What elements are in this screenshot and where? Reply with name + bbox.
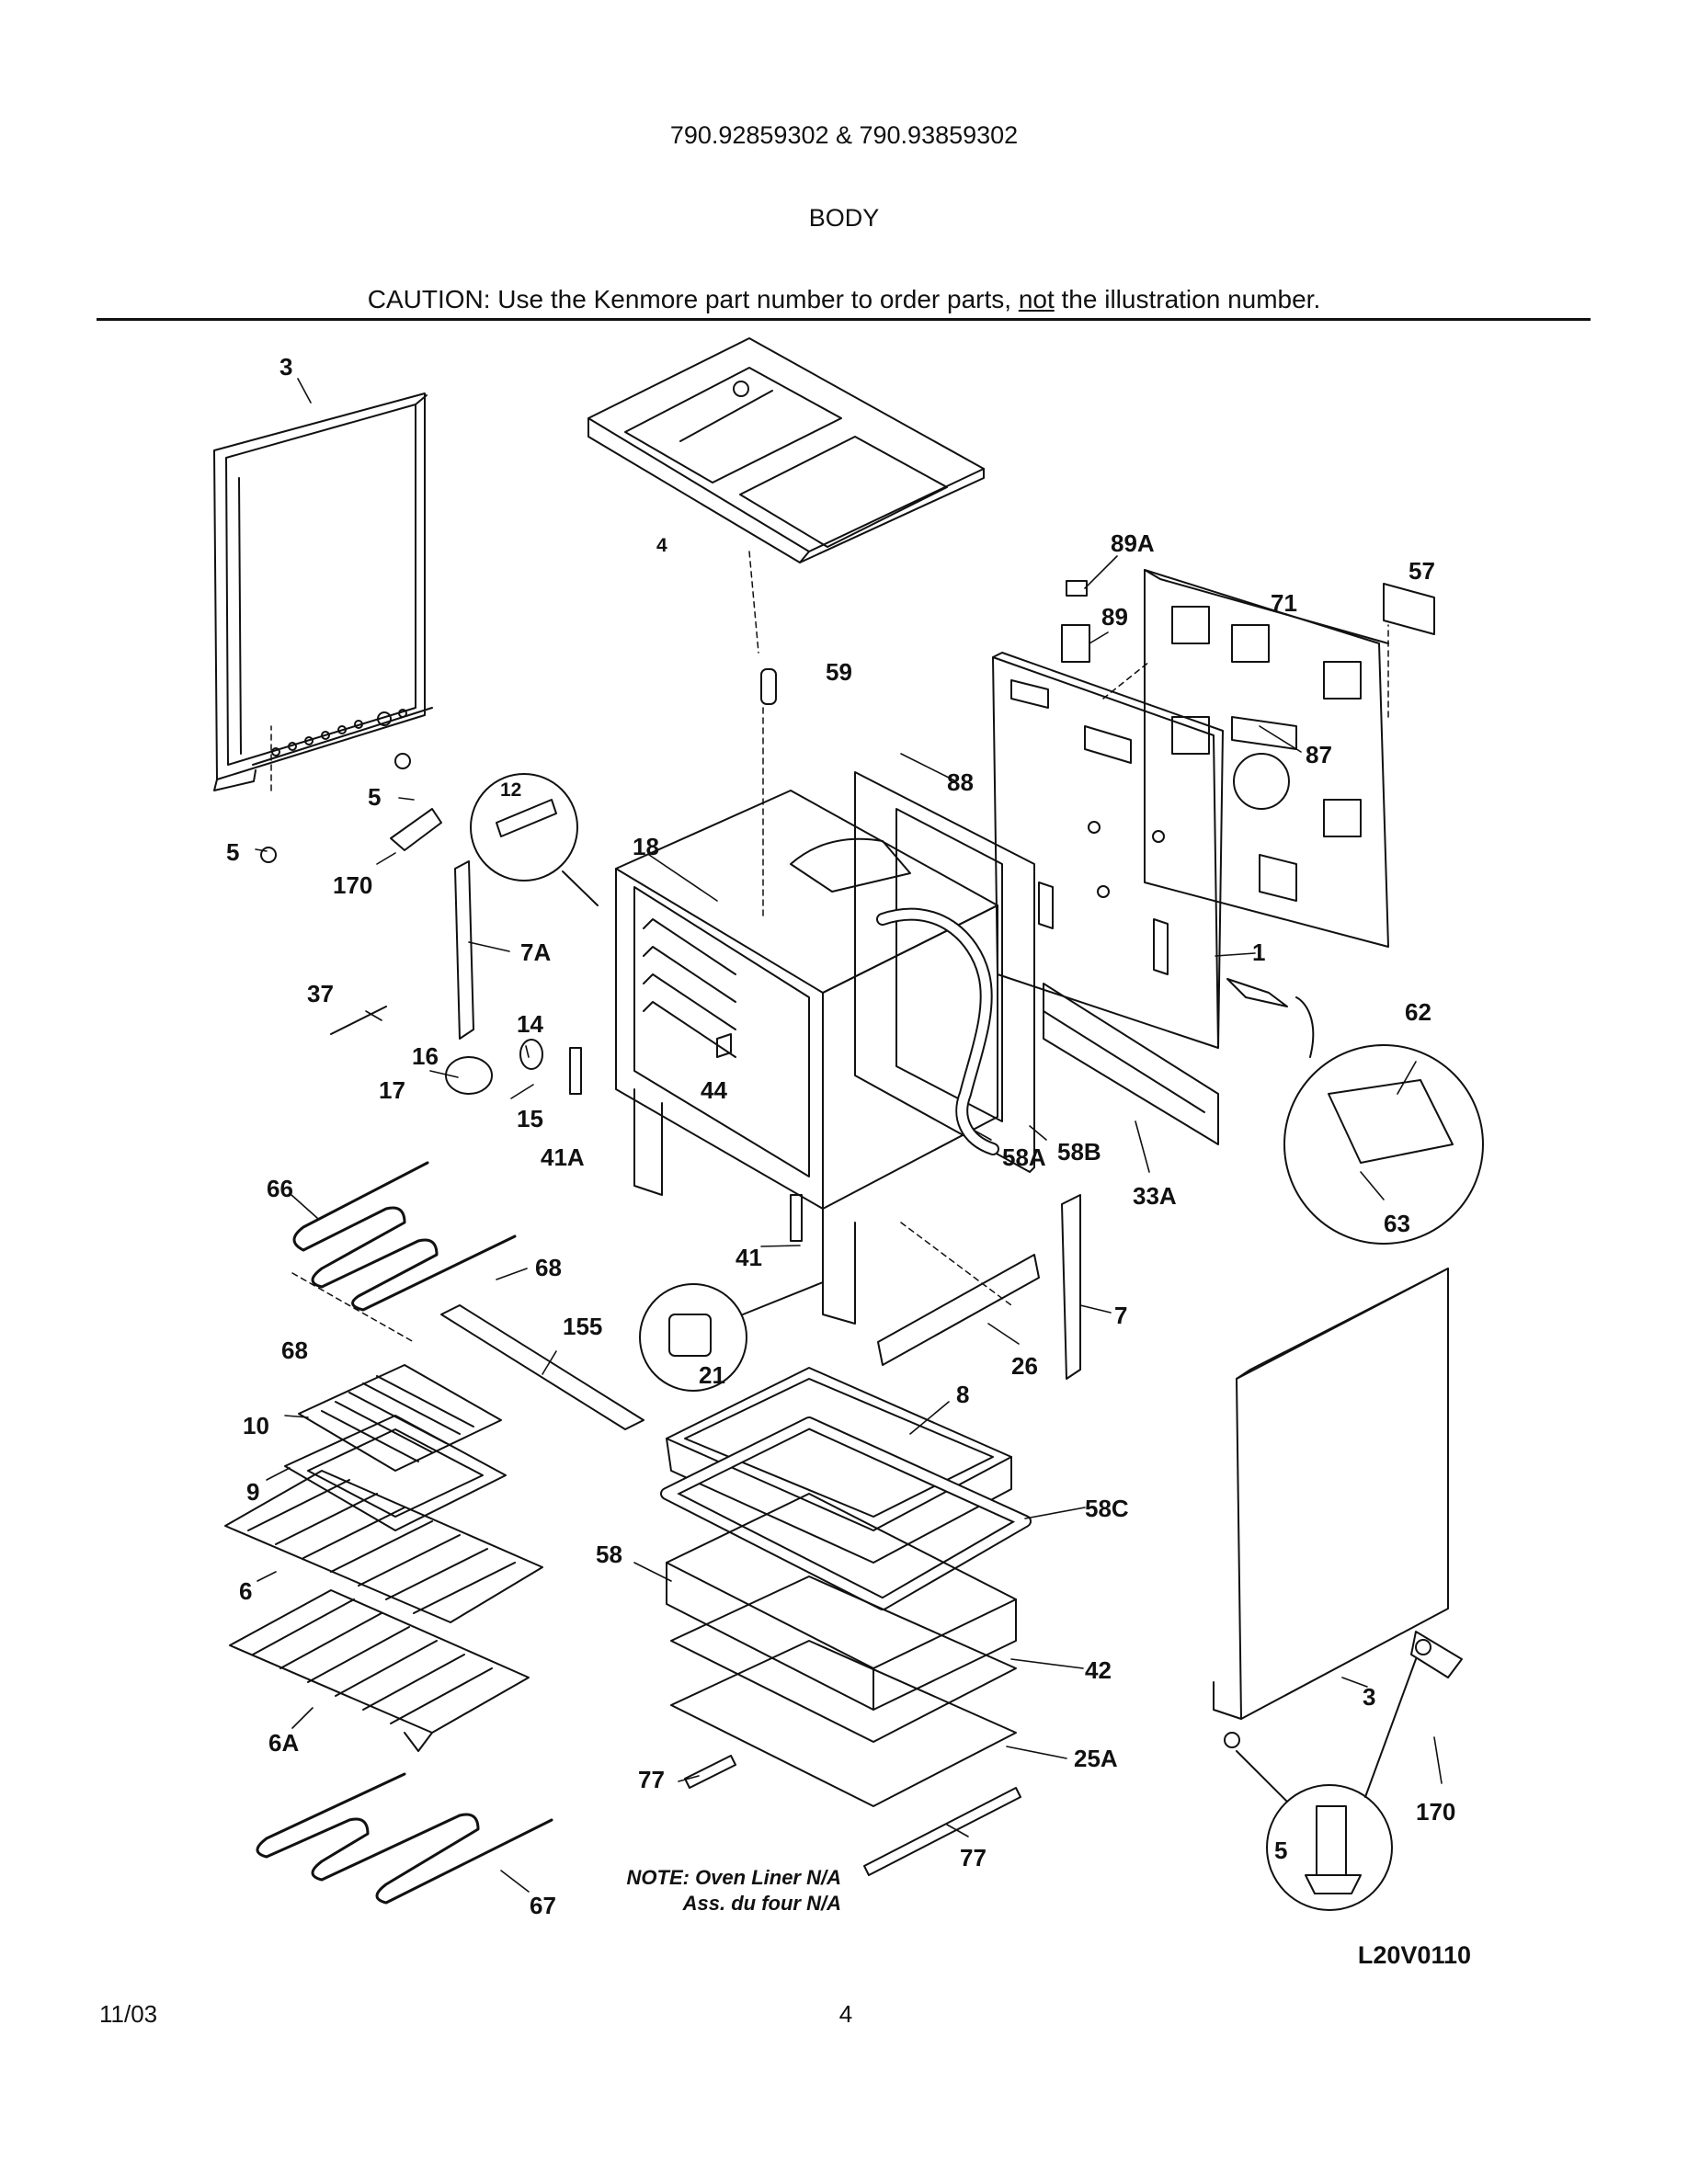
callout-21: 21 — [699, 1361, 725, 1389]
broil-element — [292, 1161, 517, 1312]
callout-67: 67 — [530, 1892, 556, 1919]
callout-9: 9 — [246, 1478, 259, 1506]
top-panel — [587, 337, 985, 563]
callout-6A: 6A — [268, 1729, 299, 1757]
callout-68-b: 68 — [281, 1337, 308, 1364]
oven-cavity — [615, 790, 998, 1325]
note-line-1: NOTE: Oven Liner N/A — [626, 1866, 841, 1889]
callout-170-right: 170 — [1416, 1798, 1455, 1826]
callout-77-b: 77 — [960, 1844, 987, 1871]
bake-element — [256, 1772, 553, 1905]
callout-42: 42 — [1085, 1656, 1112, 1684]
bottom-front-frame — [1043, 983, 1219, 1145]
callout-15: 15 — [517, 1105, 543, 1132]
oven-vent-trim — [440, 1304, 644, 1430]
callout-58B: 58B — [1057, 1138, 1101, 1166]
rear-bracket — [877, 1254, 1040, 1366]
callout-44: 44 — [701, 1076, 727, 1104]
leader-dashes — [270, 551, 1389, 1343]
callout-41: 41 — [736, 1244, 762, 1271]
oven-rack — [224, 1470, 543, 1623]
diagram-code: L20V0110 — [1357, 1941, 1471, 1969]
cam-detail — [639, 1281, 824, 1392]
callout-17: 17 — [379, 1076, 405, 1104]
callout-1: 1 — [1252, 938, 1265, 966]
callout-8: 8 — [956, 1381, 969, 1408]
callout-57: 57 — [1409, 557, 1435, 585]
callout-89A: 89A — [1111, 529, 1155, 557]
drawer-insulation — [666, 1493, 1017, 1711]
callout-59: 59 — [826, 658, 852, 686]
callout-5-a: 5 — [368, 783, 381, 811]
hinge-left — [454, 860, 474, 1040]
callout-71: 71 — [1271, 589, 1297, 617]
callout-18: 18 — [633, 833, 659, 860]
drawer-pan — [666, 1367, 1012, 1564]
callout-89: 89 — [1101, 603, 1128, 631]
callout-26: 26 — [1011, 1352, 1038, 1380]
callout-66: 66 — [267, 1175, 293, 1202]
footer-page-number: 4 — [838, 2000, 853, 2028]
caution-prefix: CAUTION: Use the Kenmore part number to … — [367, 285, 1019, 313]
callout-58: 58 — [596, 1541, 622, 1568]
callout-6: 6 — [239, 1577, 252, 1605]
note-line-2: Ass. du four N/A — [682, 1892, 841, 1915]
hinge-right — [1061, 1194, 1081, 1380]
lamp-socket-detail — [470, 773, 599, 906]
callout-14: 14 — [517, 1010, 543, 1038]
drawer-gasket — [660, 1416, 1032, 1610]
callout-170-left: 170 — [333, 871, 372, 899]
door-gasket — [790, 771, 1035, 1173]
callout-7: 7 — [1114, 1302, 1127, 1329]
callout-12: 12 — [500, 779, 521, 801]
small-hardware — [260, 580, 1463, 1748]
broiler-pan — [284, 1415, 507, 1531]
callout-4: 4 — [656, 535, 667, 556]
callout-63: 63 — [1384, 1210, 1410, 1237]
callout-labels: 3 4 89A 89 71 57 59 88 87 12 18 5 5 170 … — [226, 353, 1455, 1919]
callout-7A: 7A — [520, 938, 551, 966]
callout-16: 16 — [412, 1042, 439, 1070]
inner-back-panel — [992, 652, 1224, 1049]
leveling-leg-detail — [1236, 1658, 1417, 1911]
left-side-panel — [213, 392, 433, 791]
callout-68-a: 68 — [535, 1254, 562, 1281]
callout-5-b: 5 — [226, 838, 239, 866]
callout-62: 62 — [1405, 998, 1431, 1026]
header-rule — [97, 318, 1591, 321]
caution-suffix: the illustration number. — [1054, 285, 1321, 313]
callout-3-top: 3 — [279, 353, 292, 381]
callout-5-c: 5 — [1274, 1837, 1287, 1864]
callout-37: 37 — [307, 980, 334, 1007]
callout-155: 155 — [563, 1313, 602, 1340]
terminal-block-detail — [1226, 978, 1484, 1245]
section-title: BODY — [808, 204, 880, 232]
callout-58A: 58A — [1002, 1143, 1046, 1171]
callout-77-a: 77 — [638, 1766, 665, 1793]
callout-3-right: 3 — [1363, 1683, 1375, 1711]
callout-leaders — [255, 378, 1443, 1893]
callout-87: 87 — [1306, 741, 1332, 768]
drawer-bottom — [670, 1575, 1017, 1807]
callout-33A: 33A — [1133, 1182, 1177, 1210]
callout-10: 10 — [243, 1412, 269, 1439]
oven-rack-lower — [229, 1589, 530, 1752]
drawer-slides — [684, 1755, 1021, 1876]
callout-25A: 25A — [1074, 1745, 1118, 1772]
callout-88: 88 — [947, 768, 974, 796]
callout-58C: 58C — [1085, 1495, 1129, 1522]
caution-emphasis: not — [1018, 285, 1055, 313]
rear-panel — [1144, 569, 1389, 948]
right-side-panel — [1213, 1268, 1449, 1720]
caution-text: CAUTION: Use the Kenmore part number to … — [0, 285, 1688, 314]
callout-41A: 41A — [541, 1143, 585, 1171]
footer-date: 11/03 — [99, 2000, 158, 2028]
model-numbers: 790.92859302 & 790.93859302 — [669, 121, 1019, 149]
